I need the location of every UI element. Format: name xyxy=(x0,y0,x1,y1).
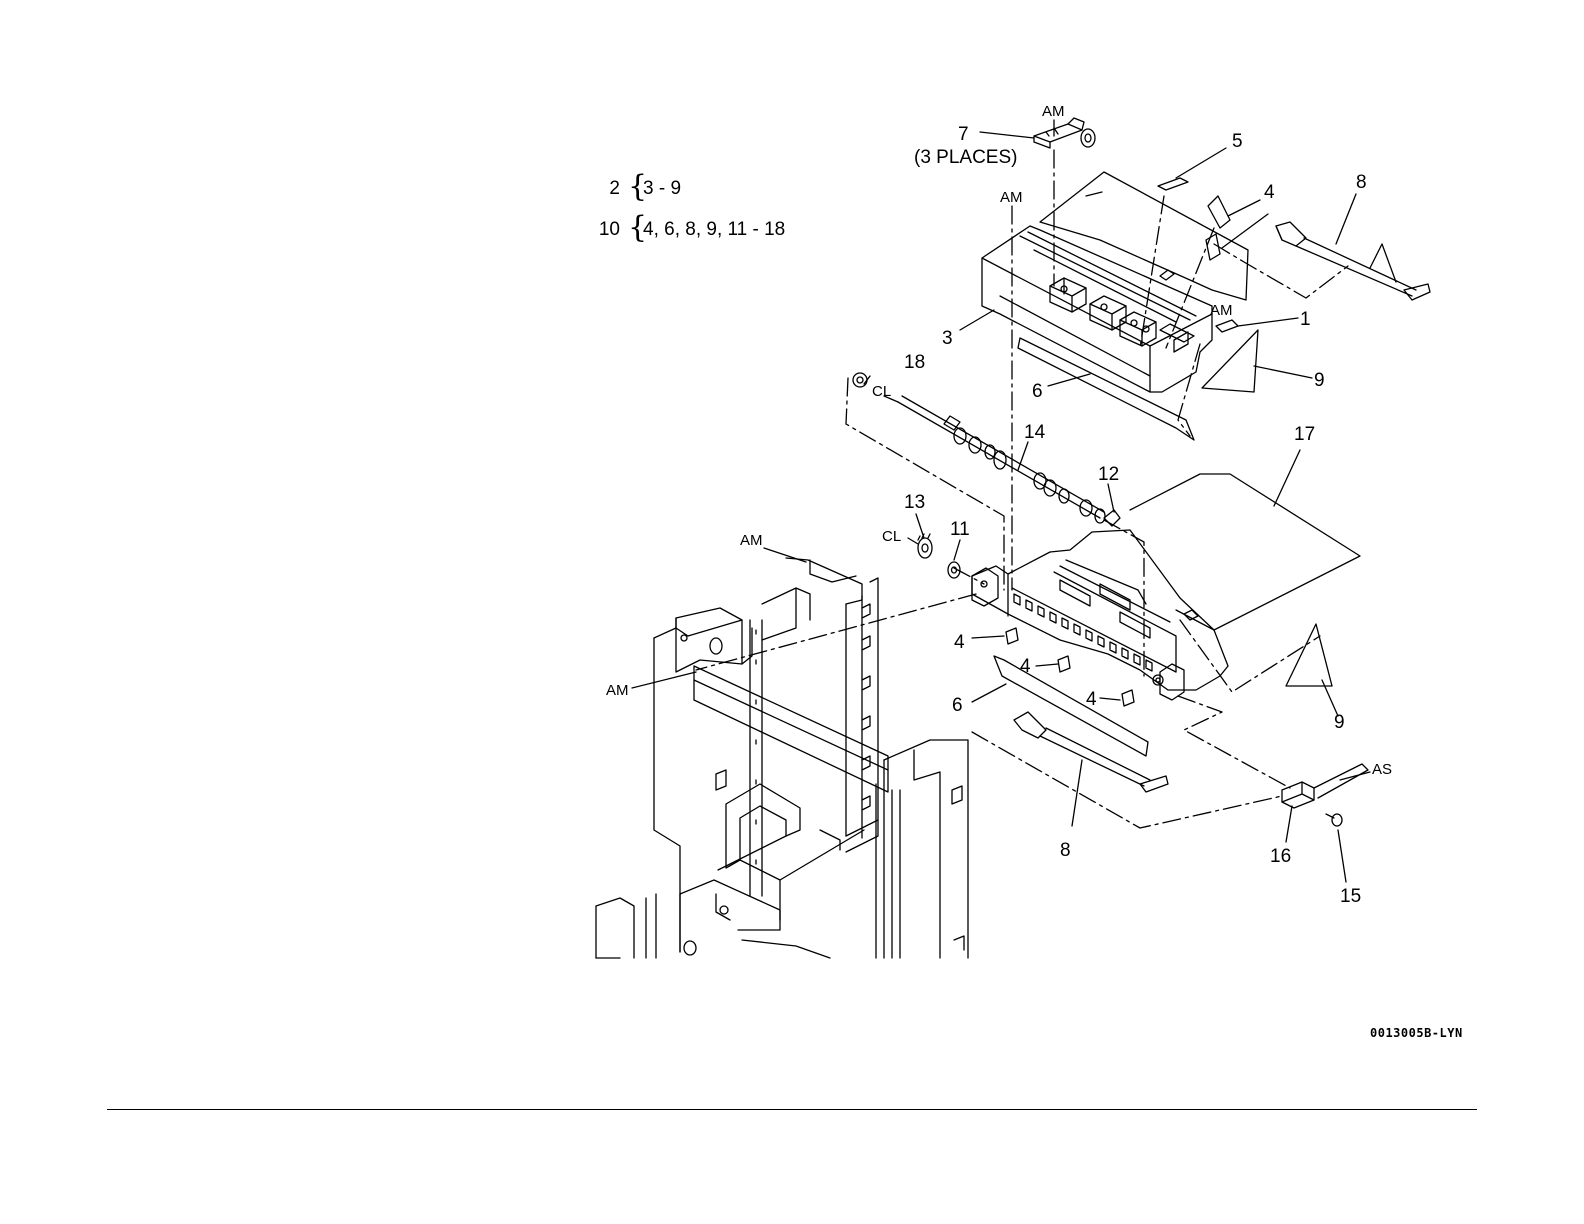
callout-16: 16 xyxy=(1270,846,1291,867)
callout-17: 17 xyxy=(1294,424,1315,445)
guide-9-upper xyxy=(1202,330,1258,392)
callout-7: 7 xyxy=(958,124,969,145)
leader-lines xyxy=(632,120,1370,882)
code-am: AM xyxy=(1210,302,1233,319)
code-am: AM xyxy=(740,532,763,549)
callout-5: 5 xyxy=(1232,131,1243,152)
gear-13 xyxy=(918,534,932,558)
callout-4: 4 xyxy=(1264,182,1275,203)
screw-15 xyxy=(1326,814,1342,826)
callout-6: 6 xyxy=(952,695,963,716)
machine-side-frame xyxy=(596,558,968,958)
callout-12: 12 xyxy=(1098,464,1119,485)
callout-13: 13 xyxy=(904,492,925,513)
code-as: AS xyxy=(1372,761,1392,778)
callout-4: 4 xyxy=(1020,656,1031,677)
clip-4-lower-a xyxy=(1006,628,1018,644)
callout-9: 9 xyxy=(1314,370,1325,391)
code-cl: CL xyxy=(872,383,891,400)
callout-3: 3 xyxy=(942,328,953,349)
callout-8: 8 xyxy=(1356,172,1367,193)
clip-4-lower-c xyxy=(1122,690,1134,706)
footer-rule xyxy=(107,1109,1477,1110)
callout-8: 8 xyxy=(1060,840,1071,861)
baffle-17 xyxy=(1130,474,1360,630)
callout-4: 4 xyxy=(1086,689,1097,710)
shaft-8-upper xyxy=(1276,222,1430,300)
fastener-code-labels: AM AM AM AM AM CL CL AS xyxy=(606,103,1392,778)
code-am: AM xyxy=(606,682,629,699)
bracket-16 xyxy=(1282,764,1368,808)
callout-14: 14 xyxy=(1024,422,1046,443)
plate-5 xyxy=(1158,178,1188,190)
callout-6: 6 xyxy=(1032,381,1043,402)
callout-9: 9 xyxy=(1334,712,1345,733)
guide-9-lower xyxy=(1286,624,1332,686)
callout-18: 18 xyxy=(904,352,925,373)
code-am: AM xyxy=(1042,103,1065,120)
code-cl: CL xyxy=(882,528,901,545)
figure-id: 0013005B-LYN xyxy=(1370,1026,1463,1040)
callout-1: 1 xyxy=(1300,309,1311,330)
callout-labels: 7 (3 PLACES) 5 4 8 1 9 3 6 18 17 14 12 1… xyxy=(904,124,1367,907)
clip-4-lower-b xyxy=(1058,656,1070,672)
bracket-7 xyxy=(1034,118,1095,148)
code-am: AM xyxy=(1000,189,1023,206)
plate-4-upper xyxy=(1208,196,1230,228)
clip-1 xyxy=(1216,320,1238,332)
callout-11: 11 xyxy=(950,519,970,540)
shaft-8-lower xyxy=(1014,712,1168,792)
callout-4: 4 xyxy=(954,632,965,653)
callout-7-note: (3 PLACES) xyxy=(914,147,1017,168)
lower-transport-frame xyxy=(972,510,1228,700)
callout-15: 15 xyxy=(1340,886,1361,907)
